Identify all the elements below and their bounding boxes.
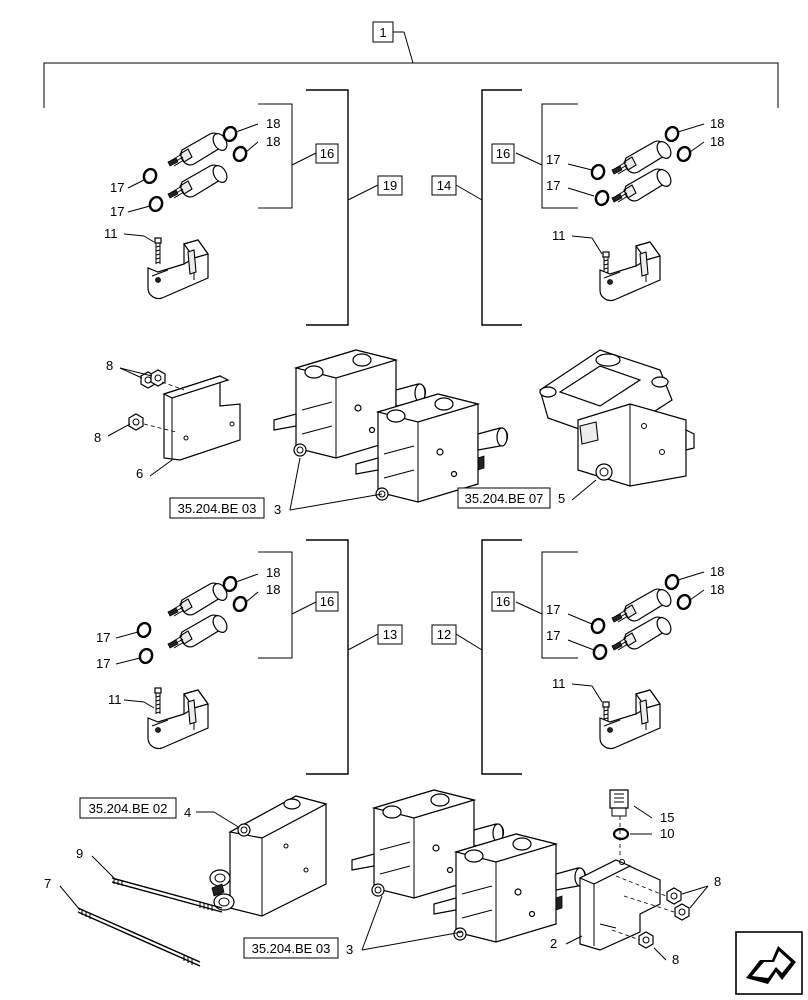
boxed-label-16: 16 bbox=[496, 594, 510, 609]
callout-4: 4 bbox=[184, 805, 191, 820]
callout-18: 18 bbox=[266, 565, 280, 580]
callout-6: 6 bbox=[136, 466, 143, 481]
solenoid-valve bbox=[611, 586, 675, 623]
mounting-bracket bbox=[147, 689, 209, 750]
group-top-right: 14 16 18 18 17 17 11 bbox=[431, 89, 724, 326]
callout-5: 5 bbox=[558, 491, 565, 506]
callout-3: 3 bbox=[274, 502, 281, 517]
screw bbox=[154, 687, 162, 715]
callout-17: 17 bbox=[96, 656, 110, 671]
group-bottom-left: 18 18 17 17 16 11 13 bbox=[96, 539, 403, 775]
o-ring bbox=[230, 594, 250, 614]
o-ring bbox=[588, 162, 608, 182]
mounting-bracket bbox=[599, 241, 661, 302]
group-top-left: 18 18 17 17 16 11 19 bbox=[104, 89, 403, 326]
solenoid-valve bbox=[611, 138, 675, 175]
callout-18: 18 bbox=[266, 582, 280, 597]
callout-7: 7 bbox=[44, 876, 51, 891]
callout-11: 11 bbox=[104, 226, 118, 241]
o-ring bbox=[590, 642, 610, 662]
solenoid-valve bbox=[167, 162, 231, 199]
o-ring bbox=[662, 572, 682, 592]
callout-8: 8 bbox=[94, 430, 101, 445]
callout-18: 18 bbox=[710, 134, 724, 149]
boxed-label-12: 12 bbox=[437, 627, 451, 642]
group-bottom-right: 12 16 18 18 17 17 11 bbox=[431, 539, 724, 775]
next-page-arrow-icon[interactable] bbox=[735, 931, 803, 995]
o-ring bbox=[230, 144, 250, 164]
callout-11: 11 bbox=[552, 676, 566, 691]
callout-11: 11 bbox=[552, 228, 566, 243]
nut bbox=[128, 413, 144, 431]
callout-10: 10 bbox=[660, 826, 674, 841]
reference-label[interactable]: 35.204.BE 03 bbox=[252, 941, 331, 956]
o-ring bbox=[588, 616, 608, 636]
nut bbox=[638, 931, 654, 949]
solenoid-valve bbox=[167, 612, 231, 649]
callout-18: 18 bbox=[266, 116, 280, 131]
callout-17: 17 bbox=[110, 204, 124, 219]
solenoid-valve bbox=[167, 130, 231, 167]
o-ring bbox=[592, 188, 612, 208]
callout-8: 8 bbox=[672, 952, 679, 967]
boxed-label-16: 16 bbox=[320, 594, 334, 609]
o-ring bbox=[674, 592, 694, 612]
callout-17: 17 bbox=[96, 630, 110, 645]
assembly-bracket: 1 bbox=[43, 21, 779, 108]
callout-11: 11 bbox=[108, 692, 122, 707]
o-ring bbox=[674, 144, 694, 164]
nut bbox=[674, 903, 690, 921]
group-middle: 8 8 6 35.204.BE 03 3 35.204.BE 07 5 bbox=[94, 349, 695, 519]
callout-17: 17 bbox=[110, 180, 124, 195]
boxed-label-19: 19 bbox=[383, 178, 397, 193]
reference-label[interactable]: 35.204.BE 03 bbox=[178, 501, 257, 516]
o-ring bbox=[662, 124, 682, 144]
boxed-label-16: 16 bbox=[320, 146, 334, 161]
boxed-label-14: 14 bbox=[437, 178, 451, 193]
boxed-label-16: 16 bbox=[496, 146, 510, 161]
reference-label[interactable]: 35.204.BE 07 bbox=[465, 491, 544, 506]
nut bbox=[150, 369, 166, 387]
group-lower: 35.204.BE 02 4 9 7 35.204.BE 03 bbox=[44, 789, 721, 967]
o-ring bbox=[146, 194, 166, 214]
callout-18: 18 bbox=[266, 134, 280, 149]
callout-9: 9 bbox=[76, 846, 83, 861]
callout-18: 18 bbox=[710, 564, 724, 579]
callout-2: 2 bbox=[550, 936, 557, 951]
callout-3: 3 bbox=[346, 942, 353, 957]
mounting-bracket bbox=[599, 689, 661, 750]
callout-18: 18 bbox=[710, 582, 724, 597]
callout-17: 17 bbox=[546, 152, 560, 167]
o-ring bbox=[136, 646, 156, 666]
screw bbox=[154, 237, 162, 265]
callout-17: 17 bbox=[546, 602, 560, 617]
assembly-label: 1 bbox=[379, 25, 386, 40]
mounting-bracket bbox=[147, 239, 209, 300]
nut bbox=[666, 887, 682, 905]
reference-label[interactable]: 35.204.BE 02 bbox=[89, 801, 168, 816]
callout-15: 15 bbox=[660, 810, 674, 825]
callout-8: 8 bbox=[714, 874, 721, 889]
callout-18: 18 bbox=[710, 116, 724, 131]
callout-8: 8 bbox=[106, 358, 113, 373]
o-ring bbox=[134, 620, 154, 640]
boxed-label-13: 13 bbox=[383, 627, 397, 642]
solenoid-valve bbox=[167, 580, 231, 617]
o-ring bbox=[140, 166, 160, 186]
callout-17: 17 bbox=[546, 178, 560, 193]
callout-17: 17 bbox=[546, 628, 560, 643]
